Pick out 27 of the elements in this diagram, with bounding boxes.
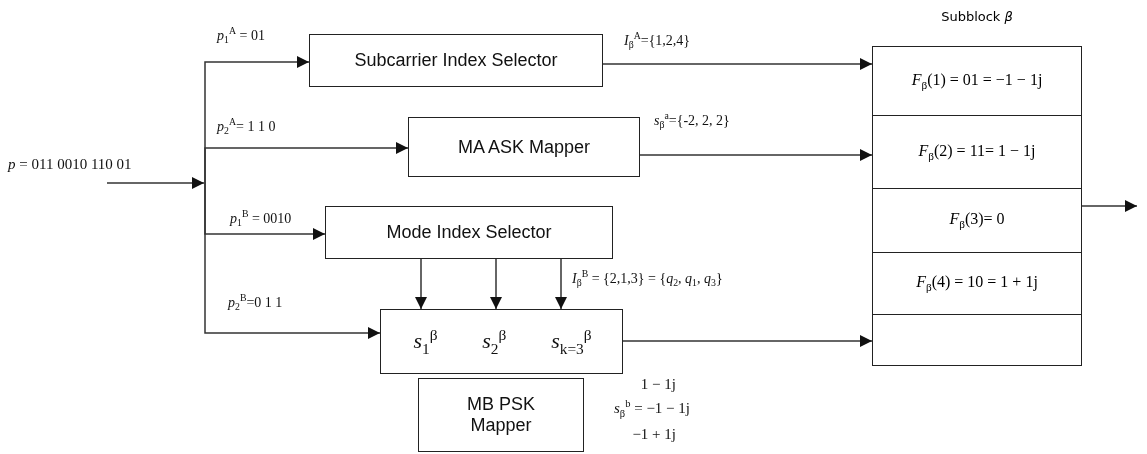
process-box: MB PSK Mapper bbox=[418, 378, 584, 452]
edge-label: I$_{β}$$^{B}$ = {2,1,3} = {q$_{2}$, q$_{1}$, q$_{3}$} bbox=[570, 268, 725, 289]
edge-label: p$_{2}$$^{A}$= 1 1 0 bbox=[215, 116, 278, 137]
subblock-heading: Subblock β bbox=[940, 9, 1014, 24]
arrow bbox=[415, 258, 427, 310]
edge-label: p$_{1}$$^{B}$ = 0010 bbox=[228, 208, 294, 229]
input-bits-label: p = 011 0010 110 01 bbox=[8, 156, 188, 183]
arrow bbox=[1081, 200, 1138, 212]
row-text: F$_{β}$(1) = 01 = −1 − 1j bbox=[911, 70, 1043, 92]
arrow bbox=[622, 335, 873, 347]
arrow bbox=[555, 258, 567, 310]
symbol-box bbox=[380, 309, 623, 374]
edge-label: p$_{1}$$^{A}$ = 01 bbox=[215, 25, 267, 46]
row-text: F$_{β}$(4) = 10 = 1 + 1j bbox=[916, 273, 1038, 294]
symbol-set-label: 1 − 1j s$_{β}$$^{b}$ = −1 − 1j −1 + 1j bbox=[614, 375, 690, 444]
edge-label: p$_{2}$$^{B}$=0 1 1 bbox=[226, 292, 285, 313]
process-box: Mode Index Selector bbox=[325, 206, 613, 259]
arrow bbox=[204, 142, 409, 184]
row-text: F$_{β}$(3)= 0 bbox=[949, 210, 1005, 231]
arrow bbox=[204, 182, 381, 339]
arrow bbox=[106, 177, 205, 189]
row-text: F$_{β}$(2) = 11= 1 − 1j bbox=[918, 141, 1036, 163]
arrow bbox=[490, 258, 502, 310]
process-box: Subcarrier Index Selector bbox=[309, 34, 603, 87]
process-box: MA ASK Mapper bbox=[408, 117, 640, 177]
arrow bbox=[639, 149, 873, 161]
arrow bbox=[602, 58, 873, 70]
